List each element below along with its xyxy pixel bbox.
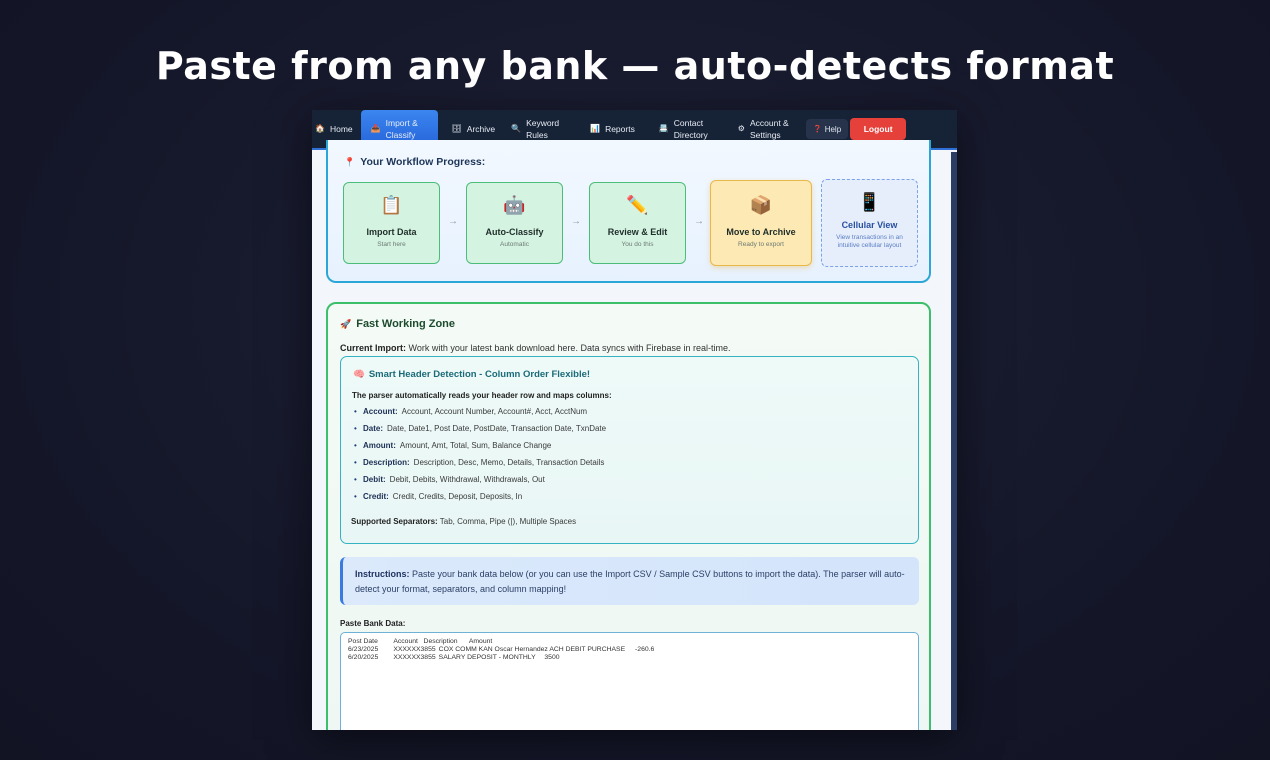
step-label: Auto-Classify — [485, 227, 544, 237]
mapping-values: Account, Account Number, Account#, Acct,… — [401, 407, 588, 416]
separators-label: Supported Separators: — [351, 517, 438, 526]
nav-label: Reports — [605, 124, 635, 134]
arrow-icon: → — [448, 216, 458, 227]
mapping-key: Date: — [363, 424, 384, 433]
mapping-values: Date, Date1, Post Date, PostDate, Transa… — [387, 424, 607, 433]
search-icon: 🔍 — [511, 124, 522, 133]
nav-label: Account & Settings — [749, 118, 789, 140]
supported-separators: Supported Separators: Tab, Comma, Pipe (… — [351, 517, 576, 526]
progress-title-text: Your Workflow Progress: — [360, 156, 486, 168]
current-import-text: Work with your latest bank download here… — [408, 343, 731, 353]
step-move-to-archive[interactable]: 📦 Move to Archive Ready to export — [710, 180, 812, 266]
column-mapping-list: Account:Account, Account Number, Account… — [363, 407, 606, 509]
fast-title-text: Fast Working Zone — [356, 318, 456, 330]
workflow-progress-panel: 📍 Your Workflow Progress: 📋 Import Data … — [326, 140, 931, 283]
chart-icon: 📊 — [590, 124, 601, 133]
step-auto-classify[interactable]: 🤖 Auto-Classify Automatic — [466, 182, 563, 264]
phone-icon: 📱 — [858, 192, 881, 212]
app-screenshot: 🏠 Home 📥 Import & Classify 🗄 Archive 🔍 K… — [312, 110, 957, 730]
inbox-icon: 📥 — [370, 124, 381, 133]
instructions-text: Paste your bank data below (or you can u… — [355, 569, 905, 594]
mapping-key: Credit: — [363, 492, 389, 501]
scrollbar[interactable] — [951, 152, 957, 730]
separators-text: Tab, Comma, Pipe (|), Multiple Spaces — [439, 517, 577, 526]
mapping-key: Debit: — [363, 475, 386, 484]
list-item: Date:Date, Date1, Post Date, PostDate, T… — [363, 424, 606, 441]
mapping-key: Description: — [363, 458, 410, 467]
step-label: Cellular View — [841, 220, 898, 230]
pencil-icon: ✏️ — [626, 195, 649, 215]
rocket-icon: 🚀 — [340, 318, 352, 329]
nav-label: Archive — [466, 124, 496, 134]
list-item: Description:Description, Desc, Memo, Det… — [363, 458, 606, 475]
list-item: Account:Account, Account Number, Account… — [363, 407, 606, 424]
step-sub: Automatic — [500, 241, 529, 248]
step-review-edit[interactable]: ✏️ Review & Edit You do this — [589, 182, 686, 264]
mapping-values: Amount, Amt, Total, Sum, Balance Change — [399, 441, 552, 450]
nav-label: Home — [329, 124, 353, 134]
mapping-values: Credit, Credits, Deposit, Deposits, In — [392, 492, 523, 501]
arrow-icon: → — [571, 216, 581, 227]
step-sub: You do this — [621, 241, 654, 248]
nav-label: Import & Classify — [385, 118, 418, 140]
paste-label: Paste Bank Data: — [340, 619, 406, 628]
nav-archive[interactable]: 🗄 Archive — [438, 110, 504, 148]
smart-header-detection-box: 🧠 Smart Header Detection - Column Order … — [340, 356, 919, 544]
step-import-data[interactable]: 📋 Import Data Start here — [343, 182, 440, 264]
current-import: Current Import: Work with your latest ba… — [340, 343, 731, 353]
package-icon: 📦 — [749, 195, 773, 215]
help-label: Help — [824, 124, 842, 134]
current-import-label: Current Import: — [340, 343, 406, 353]
logout-button[interactable]: Logout — [850, 118, 907, 140]
step-label: Move to Archive — [726, 227, 796, 237]
step-sub: Start here — [377, 241, 406, 248]
nav-contact-directory[interactable]: 📇 Contact Directory — [643, 110, 722, 148]
mapping-values: Description, Desc, Memo, Details, Transa… — [413, 458, 605, 467]
archive-icon: 🗄 — [451, 124, 462, 133]
list-item: Credit:Credit, Credits, Deposit, Deposit… — [363, 492, 606, 509]
contacts-icon: 📇 — [658, 124, 669, 133]
gear-icon: ⚙ — [737, 124, 745, 133]
nav-reports[interactable]: 📊 Reports — [574, 110, 643, 148]
nav-label: Keyword Rules — [526, 118, 560, 140]
robot-icon: 🤖 — [503, 195, 526, 215]
fast-title: 🚀 Fast Working Zone — [340, 318, 455, 330]
step-sub: Ready to export — [738, 241, 784, 248]
pin-icon: 📍 — [344, 156, 356, 167]
step-label: Review & Edit — [607, 227, 668, 237]
list-item: Amount:Amount, Amt, Total, Sum, Balance … — [363, 441, 606, 458]
help-button[interactable]: ❓ Help — [805, 119, 849, 139]
arrow-icon: → — [694, 216, 704, 227]
paste-bank-data-input[interactable]: Post Date Account Description Amount 6/2… — [340, 632, 919, 730]
clipboard-icon: 📋 — [380, 195, 403, 215]
instructions-box: Instructions: Paste your bank data below… — [340, 557, 919, 605]
step-label: Import Data — [366, 227, 417, 237]
smart-title: 🧠 Smart Header Detection - Column Order … — [353, 369, 590, 380]
step-cellular-view[interactable]: 📱 Cellular View View transactions in an … — [821, 179, 918, 267]
list-item: Debit:Debit, Debits, Withdrawal, Withdra… — [363, 475, 606, 492]
nav-account-settings[interactable]: ⚙ Account & Settings — [722, 110, 802, 148]
step-sub: View transactions in an intuitive cellul… — [836, 234, 903, 249]
help-icon: ❓ — [812, 126, 822, 133]
mapping-values: Debit, Debits, Withdrawal, Withdrawals, … — [389, 475, 545, 484]
home-icon: 🏠 — [315, 124, 325, 133]
headline: Paste from any bank — auto-detects forma… — [155, 44, 1115, 88]
fast-working-zone: 🚀 Fast Working Zone Current Import: Work… — [326, 302, 931, 730]
nav-keyword-rules[interactable]: 🔍 Keyword Rules — [503, 110, 574, 148]
smart-intro: The parser automatically reads your head… — [352, 391, 612, 400]
brain-icon: 🧠 — [353, 369, 365, 380]
mapping-key: Amount: — [363, 441, 396, 450]
mapping-key: Account: — [363, 407, 398, 416]
instructions-label: Instructions: — [355, 569, 410, 579]
nav-label: Contact Directory — [673, 118, 708, 140]
nav-home[interactable]: 🏠 Home — [312, 110, 361, 148]
smart-title-text: Smart Header Detection - Column Order Fl… — [368, 369, 591, 380]
progress-title: 📍 Your Workflow Progress: — [344, 156, 485, 168]
